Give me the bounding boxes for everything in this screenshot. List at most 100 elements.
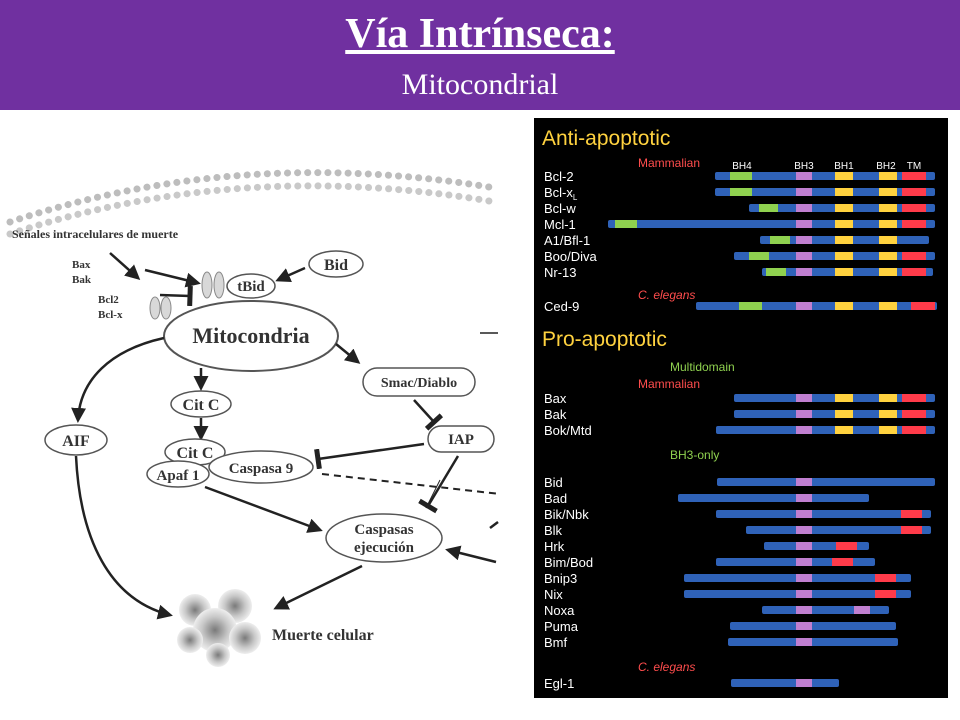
membrane-dots-outer (6, 169, 499, 226)
domain-header-bh4: BH4 (732, 161, 752, 172)
domain-tm-boo-diva (902, 252, 926, 260)
anti-apoptotic-title: Anti-apoptotic (542, 127, 670, 150)
protein-label-bok-mtd: Bok/Mtd (544, 423, 592, 438)
domain-tm-bok-mtd (902, 426, 926, 434)
arrow-bid-tbid (275, 266, 306, 282)
domain-bh1-bak (835, 410, 853, 418)
domain-bh3-ced-9 (796, 302, 812, 310)
domain-bh1-nr-13 (835, 268, 853, 276)
domain-bh4-ced-9 (739, 302, 762, 310)
domain-tm-bcl-x (902, 188, 926, 196)
domain-bh3-blk (796, 526, 812, 534)
domain-tm-nr-13 (902, 268, 926, 276)
domain-bh1-boo-diva (835, 252, 853, 260)
tbid-label: tBid (237, 279, 265, 295)
protein-label-bax: Bax (544, 391, 567, 406)
protein-bar-bid (717, 478, 935, 486)
citc-label: Cit C (183, 397, 220, 414)
protein-label-boo-diva: Boo/Diva (544, 249, 598, 264)
dashed-line (321, 473, 501, 495)
domain-bh3-hrk (796, 542, 812, 550)
domain-bh3-bid (796, 478, 812, 486)
domain-bh1-bok-mtd (835, 426, 853, 434)
domain-tm-bak (902, 410, 926, 418)
protein-label-bmf: Bmf (544, 635, 568, 650)
domain-bh3-bak (796, 410, 812, 418)
iap-node (427, 425, 495, 453)
protein-label-bcl-x: Bcl-xL (544, 185, 578, 202)
domain-bh3-a1-bfl-1 (796, 236, 812, 244)
domain-bh1-bax (835, 394, 853, 402)
domain-bh2-bak (879, 410, 897, 418)
domain-bh3-nix (796, 590, 812, 598)
multidomain-label: Multidomain (670, 360, 735, 374)
domain-bh2-boo-diva (879, 252, 897, 260)
dead-cell-icon (177, 589, 261, 667)
caspases-node (325, 513, 443, 563)
protein-label-bad: Bad (544, 491, 567, 506)
protein-label-noxa: Noxa (544, 603, 575, 618)
domain-bh4-nr-13 (766, 268, 786, 276)
domain-bh2-bcl-2 (879, 172, 897, 180)
arrow-right-exec (445, 545, 497, 564)
protein-bar-mcl-1 (608, 220, 935, 228)
arrow-bax-in (109, 252, 141, 280)
domain-bh1-a1-bfl-1 (835, 236, 853, 244)
arrow-mito-aif (71, 336, 165, 423)
bid-label: Bid (324, 257, 348, 274)
inhibit-iap-exec (418, 455, 460, 514)
tbid-node (226, 273, 276, 299)
inhibit-smac-iap (413, 399, 444, 431)
bax-pore-left (201, 271, 213, 299)
domain-bh4-a1-bfl-1 (770, 236, 790, 244)
inhibit-bcl2 (159, 285, 193, 307)
protein-label-nr-13: Nr-13 (544, 265, 577, 280)
protein-label-ced-9: Ced-9 (544, 299, 579, 314)
domain-bh2-nr-13 (879, 268, 897, 276)
protein-label-bcl-2: Bcl-2 (544, 169, 574, 184)
domain-bh2-bok-mtd (879, 426, 897, 434)
iap-label: IAP (448, 432, 474, 448)
aif-label: AIF (62, 433, 90, 450)
domain-bh3-bad (796, 494, 812, 502)
domain-bh3-bax (796, 394, 812, 402)
protein-label-bak: Bak (544, 407, 567, 422)
protein-label-bcl-w: Bcl-w (544, 201, 576, 216)
mitochondria-label: Mitocondria (192, 323, 309, 348)
domain-bh1-mcl-1 (835, 220, 853, 228)
domain-tm-mcl-1 (902, 220, 926, 228)
domain-bh1-bcl-w (835, 204, 853, 212)
domain-bh4-bcl-w (759, 204, 778, 212)
domain-bh2-mcl-1 (879, 220, 897, 228)
inhibit-iap-casp9 (314, 442, 425, 470)
arrow-exec-death (273, 564, 363, 610)
protein-label-nix: Nix (544, 587, 563, 602)
cell-death-label: Muerte celular (272, 627, 374, 644)
arrow-to-pore (144, 268, 201, 288)
domain-bh3-boo-diva (796, 252, 812, 260)
protein-label-hrk: Hrk (544, 539, 565, 554)
caspase9-node (208, 450, 314, 484)
domain-tm-bax (902, 394, 926, 402)
domain-tm-hrk (836, 542, 857, 550)
bcl2-label: Bcl2 (98, 294, 119, 306)
protein-label-blk: Blk (544, 523, 563, 538)
domain-bh3-bcl-w (796, 204, 812, 212)
protein-bar-blk (746, 526, 931, 534)
smac-label: Smac/Diablo (381, 376, 457, 391)
domain-bh4-mcl-1 (615, 220, 637, 228)
smac-node (362, 367, 476, 397)
domain-bh2-a1-bfl-1 (879, 236, 897, 244)
domain-header-bh1: BH1 (834, 161, 854, 172)
domain-tm-nix (875, 590, 896, 598)
domain-bh3-egl-1 (796, 679, 812, 687)
domain-bh1-bcl-x (835, 188, 853, 196)
domain-bh3-bok-mtd (796, 426, 812, 434)
domain-bh4-bcl-x (730, 188, 752, 196)
arrow-apop-exec (204, 485, 323, 533)
domain-bh1-ced-9 (835, 302, 853, 310)
bcl2-pore-right (160, 296, 172, 320)
aif-node (44, 424, 108, 456)
